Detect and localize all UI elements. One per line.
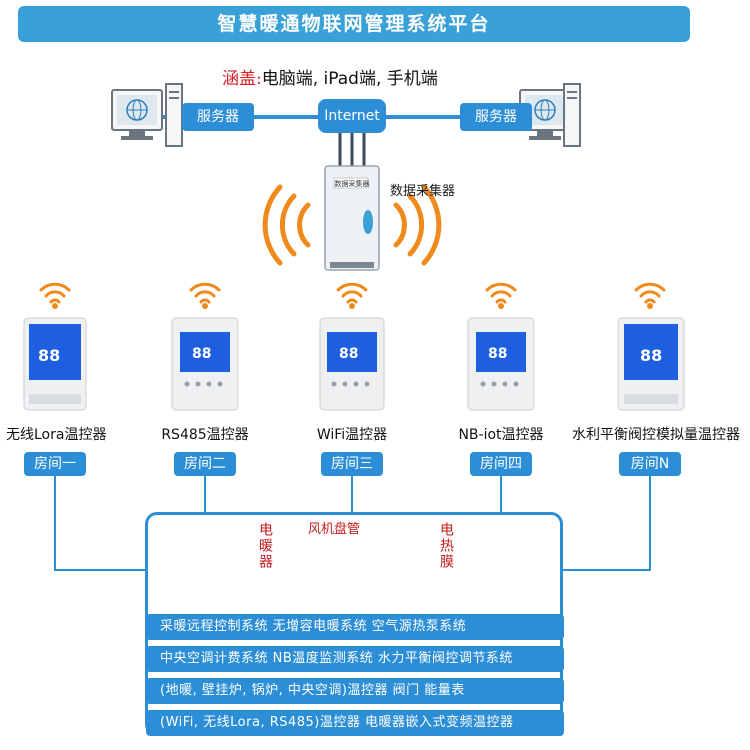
system-bar: (WiFi, 无线Lora, RS485)温控器 电暖器嵌入式变频温控器 (146, 710, 564, 736)
system-bar: (地暖, 壁挂炉, 锅炉, 中央空调)温控器 阀门 能量表 (146, 678, 564, 704)
thermostat-display: 88 (192, 346, 212, 362)
device-label: 无线Lora温控器 (6, 427, 107, 443)
internet-label: Internet (318, 99, 386, 133)
room-label: 房间四 (470, 452, 532, 476)
collector-panel-text: 数据采集器 (334, 180, 370, 188)
thermostat-display: 88 (488, 346, 508, 362)
left-computer-icon (111, 83, 183, 147)
wifi-icon (39, 282, 71, 304)
room-label: 房间三 (321, 452, 383, 476)
connection-lines (54, 476, 651, 571)
thermostat-display: 88 (640, 346, 663, 365)
electric-heater-label: 电暖器 (257, 522, 273, 570)
wifi-icon (634, 282, 666, 304)
thermostat-device (23, 317, 87, 411)
wifi-icon (485, 282, 517, 304)
coverage-label: 涵盖: (222, 69, 262, 89)
thermostat-device (319, 317, 385, 411)
thermostat-display: 88 (38, 346, 61, 365)
page-title: 智慧暖通物联网管理系统平台 (18, 6, 690, 42)
room-label: 房间一 (24, 452, 86, 476)
collector-signal-icon (262, 184, 442, 266)
device-label: 水利平衡阀控模拟量温控器 (572, 427, 740, 443)
device-label: NB-iot温控器 (458, 427, 544, 443)
data-collector-device (324, 133, 380, 271)
wifi-icon (189, 282, 221, 304)
right-computer-icon (519, 83, 581, 147)
device-label: WiFi温控器 (316, 427, 388, 443)
thermostat-device (467, 317, 535, 411)
device-label: RS485温控器 (161, 427, 249, 443)
room-label: 房间二 (174, 452, 236, 476)
heating-film-label: 电热膜 (438, 522, 454, 570)
collector-label: 数据采集器 (390, 184, 456, 199)
room-label: 房间N (619, 452, 681, 476)
server-left-label: 服务器 (182, 103, 254, 131)
thermostat-display: 88 (339, 346, 359, 362)
thermostat-device (617, 317, 685, 411)
thermostat-device (171, 317, 239, 411)
coverage-value: 电脑端, iPad端, 手机端 (261, 69, 438, 89)
system-bar: 中央空调计费系统 NB温度监测系统 水力平衡阀控调节系统 (146, 646, 564, 672)
wifi-icon (336, 282, 368, 304)
coverage-text: 涵盖:电脑端, iPad端, 手机端 (222, 64, 462, 90)
fan-coil-label: 风机盘管 (308, 522, 361, 537)
server-right-label: 服务器 (460, 103, 532, 131)
system-bar: 采暖远程控制系统 无增容电暖系统 空气源热泵系统 (146, 614, 564, 640)
